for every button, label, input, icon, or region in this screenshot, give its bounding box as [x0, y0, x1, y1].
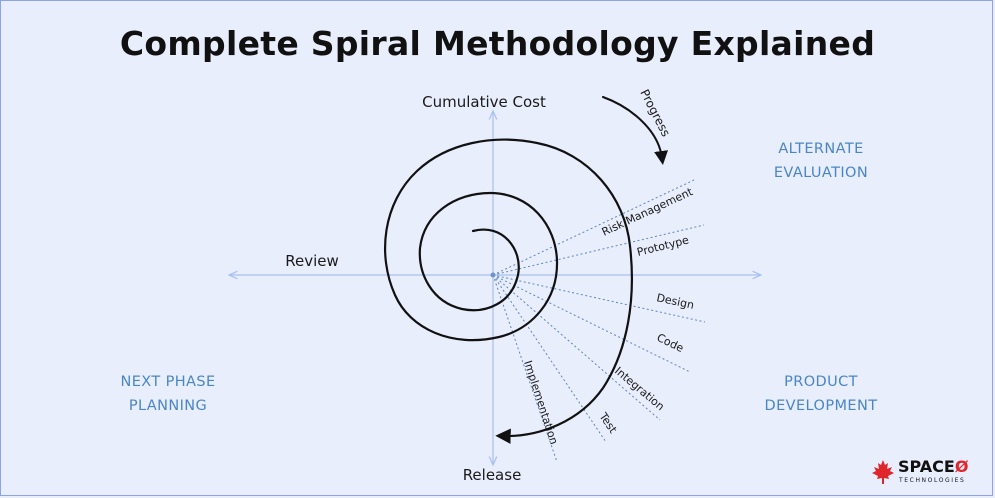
logo-subtitle: TECHNOLOGIES — [899, 477, 966, 484]
spaceo-logo: SPACEØ TECHNOLOGIES — [868, 455, 988, 491]
phase-label-prototype: Prototype — [636, 233, 691, 259]
quadrant-line: EVALUATION — [773, 165, 869, 181]
page-title: Complete Spiral Methodology Explained — [119, 24, 876, 63]
quadrant-line: NEXT PHASE — [120, 374, 216, 390]
spiral-curve — [384, 138, 633, 444]
guide-line-risk-management — [492, 179, 695, 276]
quadrant-alternate-evaluation: ALTERNATE EVALUATION — [745, 137, 897, 185]
quadrant-line: DEVELOPMENT — [764, 398, 878, 414]
quadrant-line: ALTERNATE — [778, 141, 864, 157]
guide-line-prototype — [492, 224, 705, 276]
axis-label-cumulative-cost: Cumulative Cost — [422, 93, 546, 111]
phase-label-integration: Integration — [612, 364, 667, 413]
maple-leaf-icon — [872, 460, 894, 484]
axis-label-release: Release — [463, 466, 522, 484]
guide-line-implementation — [492, 274, 558, 463]
progress-label: Progress — [637, 87, 673, 139]
guide-line-design — [492, 274, 706, 323]
origin-dot — [490, 272, 496, 278]
progress-arrow — [602, 96, 669, 165]
phase-guide-lines — [492, 179, 706, 463]
phase-label-code: Code — [655, 331, 686, 355]
axis-label-review: Review — [285, 252, 339, 270]
quadrant-line: PRODUCT — [784, 374, 858, 390]
guide-line-code — [492, 274, 691, 373]
logo-wordmark: SPACEØ — [898, 457, 969, 476]
quadrant-line: PLANNING — [128, 398, 208, 414]
phase-label-design: Design — [655, 291, 695, 312]
quadrant-next-phase-planning: NEXT PHASE PLANNING — [90, 370, 246, 418]
guide-line-test — [492, 274, 607, 443]
phase-label-implementation: Implementation — [521, 359, 560, 446]
phase-label-risk-management: Risk Management — [600, 185, 696, 239]
guide-line-integration — [492, 274, 661, 421]
quadrant-product-development: PRODUCT DEVELOPMENT — [742, 370, 900, 418]
